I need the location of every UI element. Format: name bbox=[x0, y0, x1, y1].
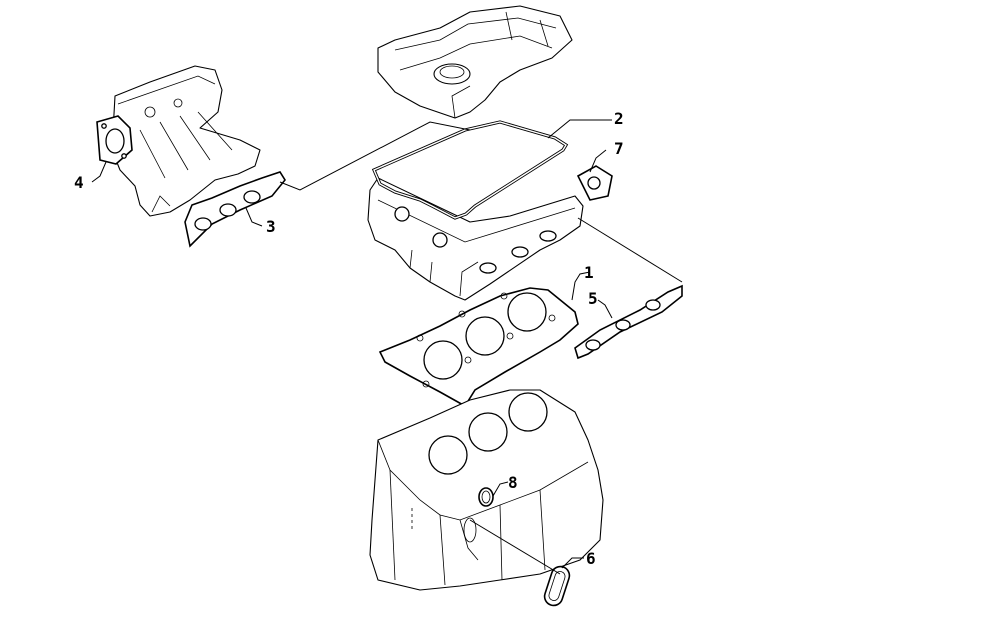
callout-6: 6 bbox=[586, 549, 596, 568]
cylinder-head bbox=[367, 177, 584, 301]
callout-2: 2 bbox=[614, 109, 624, 128]
callout-3: 3 bbox=[266, 217, 276, 236]
leader-lines bbox=[91, 119, 683, 575]
valve-cover bbox=[377, 5, 573, 119]
callout-7: 7 bbox=[614, 139, 624, 158]
throttle-body-gasket bbox=[96, 115, 133, 165]
callout-5: 5 bbox=[588, 289, 598, 308]
intake-manifold-gasket bbox=[184, 171, 286, 248]
o-ring-gasket bbox=[478, 487, 494, 507]
callout-8: 8 bbox=[508, 473, 518, 492]
exhaust-manifold-gasket bbox=[574, 284, 683, 360]
intake-manifold bbox=[111, 65, 261, 217]
callout-4: 4 bbox=[74, 173, 84, 192]
callout-1: 1 bbox=[584, 263, 594, 282]
water-outlet-gasket bbox=[576, 165, 613, 201]
oblong-gasket bbox=[543, 565, 571, 607]
cylinder-head-gasket bbox=[378, 287, 579, 408]
valve-cover-gasket bbox=[371, 120, 569, 220]
